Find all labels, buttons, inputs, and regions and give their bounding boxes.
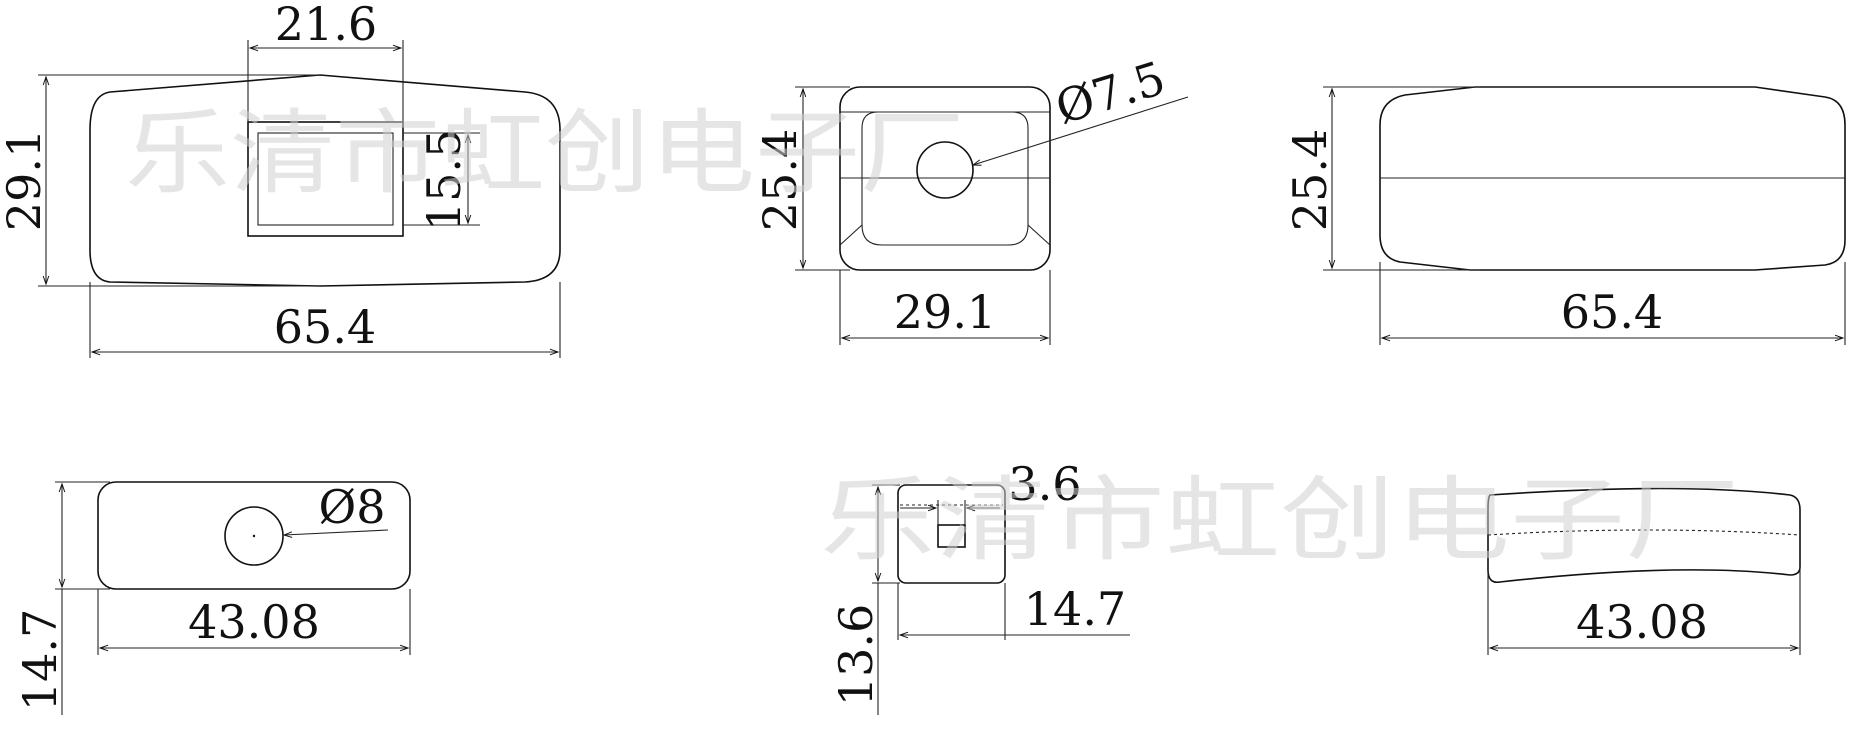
view-top-right: 65.4 25.4 [1283, 86, 1846, 345]
body-outline [1379, 86, 1846, 271]
dim-width: 65.4 [1561, 285, 1663, 339]
body-inner-profile [861, 111, 1029, 246]
square-hole [937, 524, 966, 548]
dim-height: 25.4 [753, 129, 807, 231]
view-bottom-right: 43.08 [1487, 487, 1801, 655]
switch-window-inner [257, 132, 394, 226]
view-top-left: 65.4 29.1 21.6 15.5 [0, 0, 561, 358]
hole-center [252, 534, 256, 538]
watermark-top: 乐清市虹创电子厂 [125, 100, 965, 207]
dim-square: 3.6 [1008, 457, 1081, 511]
view-top-middle: Ø7.5 29.1 25.4 [753, 51, 1189, 345]
view-bottom-left: Ø8 43.08 14.7 [13, 480, 411, 715]
dim-width: 43.08 [1576, 595, 1708, 649]
body-outline [897, 484, 1006, 584]
dim-width: 14.7 [1024, 582, 1126, 636]
hole-leader [971, 96, 1189, 166]
parting-line [1487, 529, 1801, 536]
switch-window-outer [247, 121, 404, 237]
dim-width: 29.1 [894, 285, 996, 339]
dim-height: 13.6 [829, 604, 883, 706]
hole [916, 141, 974, 199]
body-outline [97, 481, 411, 590]
dim-height: 25.4 [1283, 129, 1337, 231]
dim-window-height: 15.5 [417, 129, 471, 231]
dim-height: 14.7 [13, 609, 67, 711]
watermark-bottom: 乐清市虹创电子厂 [820, 467, 1740, 574]
body-outline [89, 74, 561, 287]
body-outline [1487, 487, 1801, 584]
hole-leader [282, 529, 389, 538]
view-bottom-middle: 3.6 14.7 13.6 [829, 457, 1130, 715]
dim-hole: Ø8 [319, 480, 386, 534]
dim-width: 43.08 [188, 595, 320, 649]
dim-window-width: 21.6 [275, 0, 377, 51]
dim-width: 65.4 [274, 300, 376, 354]
dim-height: 29.1 [0, 129, 51, 231]
